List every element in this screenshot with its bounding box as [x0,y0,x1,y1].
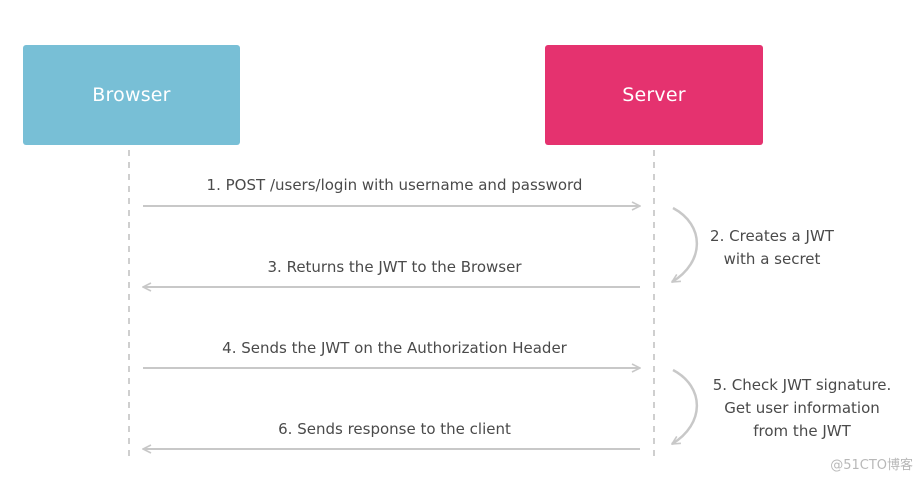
server-note-line: 2. Creates a JWT [710,227,834,245]
server-note-line: Get user information [724,399,880,417]
message-label-1: 1. POST /users/login with username and p… [206,176,583,194]
server-note-line: with a secret [723,250,821,268]
server-process-arrow-1 [672,206,698,284]
browser-actor-box: Browser [23,45,240,145]
server-actor-box: Server [545,45,763,145]
watermark-text: @51CTO博客 [830,458,913,473]
server-note-2: 5. Check JWT signature. Get user informat… [713,374,892,443]
server-actor-label: Server [622,84,686,106]
server-note-line: from the JWT [753,422,851,440]
message-label-4: 6. Sends response to the client [278,420,511,438]
server-note-1: 2. Creates a JWT with a secret [710,225,834,271]
server-process-arrow-2 [672,368,698,446]
message-label-2: 3. Returns the JWT to the Browser [267,258,522,276]
browser-actor-label: Browser [92,84,171,106]
server-note-line: 5. Check JWT signature. [712,376,892,394]
message-label-3: 4. Sends the JWT on the Authorization He… [222,339,567,357]
